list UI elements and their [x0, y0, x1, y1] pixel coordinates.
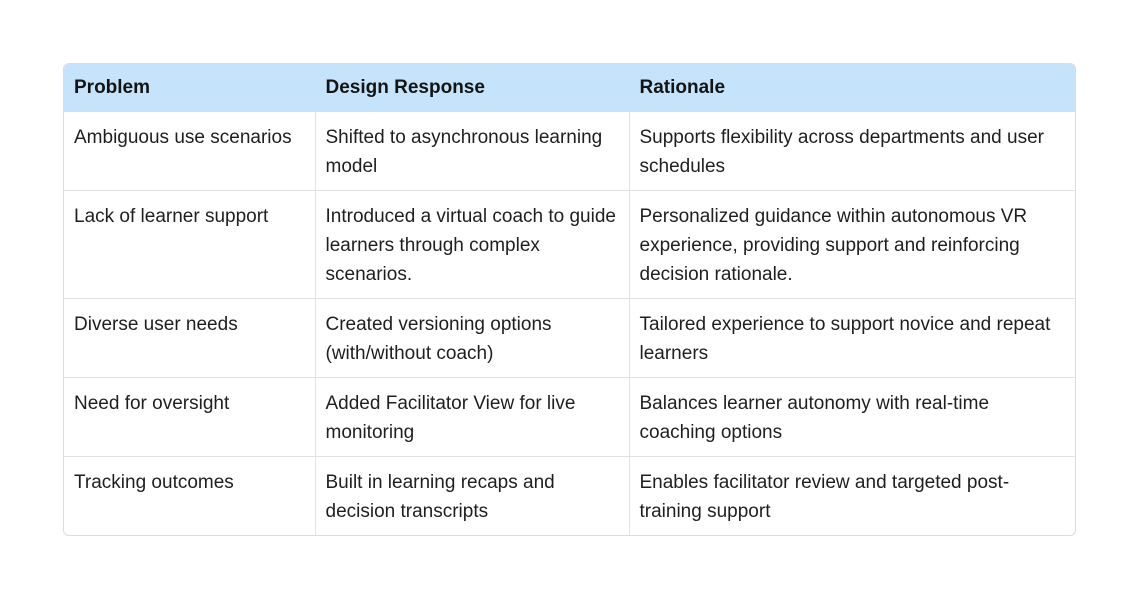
table-row: Diverse user needs Created versioning op…: [64, 298, 1075, 378]
table-row: Ambiguous use scenarios Shifted to async…: [64, 111, 1075, 191]
table-row: Need for oversight Added Facilitator Vie…: [64, 377, 1075, 457]
header-rationale: Rationale: [629, 64, 1075, 112]
design-decisions-table: Problem Design Response Rationale Ambigu…: [64, 64, 1075, 535]
cell-rationale: Enables facilitator review and targeted …: [639, 472, 1010, 522]
cell-problem: Diverse user needs: [64, 298, 316, 378]
cell-rationale: Tailored experience to support novice an…: [629, 298, 1075, 378]
cell-design-response: Built in learning recaps and decision tr…: [315, 456, 630, 535]
table-row: Tracking outcomes Built in learning reca…: [64, 456, 1075, 535]
table-body: Ambiguous use scenarios Shifted to async…: [64, 111, 1075, 535]
design-decisions-table-container: Problem Design Response Rationale Ambigu…: [63, 63, 1076, 536]
table-row: Lack of learner support Introduced a vir…: [64, 190, 1075, 299]
cell-problem: Lack of learner support: [64, 190, 316, 299]
cell-problem: Need for oversight: [64, 377, 316, 457]
cell-rationale: Balances learner autonomy with real-time…: [629, 377, 1075, 457]
cell-rationale: Personalized guidance within autonomous …: [629, 190, 1075, 299]
cell-rationale: Supports flexibility across departments …: [629, 111, 1075, 191]
cell-design-response: Shifted to asynchronous learning model: [315, 111, 630, 191]
cell-design-response: Added Facilitator View for live monitori…: [315, 377, 630, 457]
cell-design-response: Introduced a virtual coach to guide lear…: [315, 190, 630, 299]
header-problem: Problem: [64, 64, 316, 112]
cell-problem: Ambiguous use scenarios: [64, 111, 316, 191]
header-design-response: Design Response: [315, 64, 630, 112]
table-header: Problem Design Response Rationale: [64, 64, 1075, 112]
cell-design-response: Created versioning options (with/without…: [315, 298, 630, 378]
table-header-row: Problem Design Response Rationale: [64, 64, 1075, 112]
cell-problem: Tracking outcomes: [64, 456, 316, 535]
